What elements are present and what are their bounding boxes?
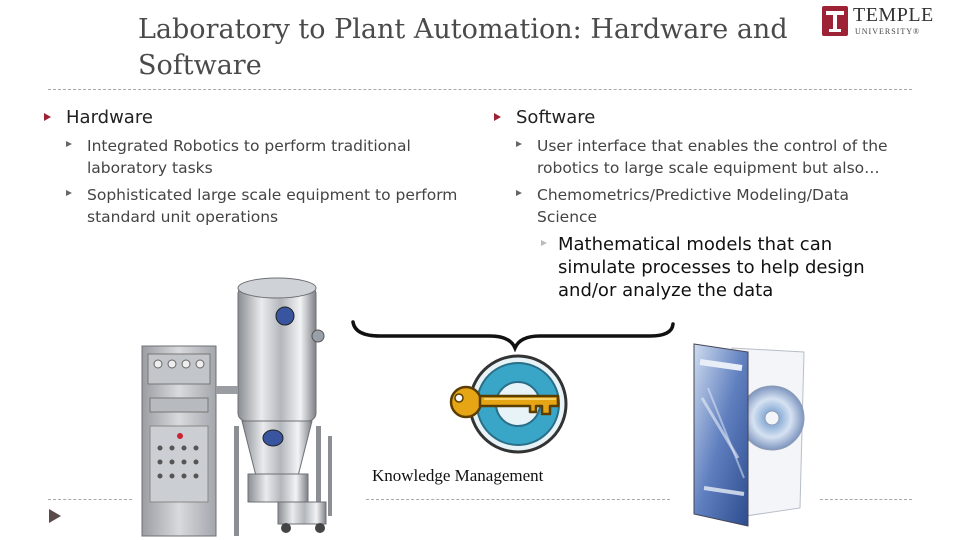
footer-divider-center (366, 499, 670, 500)
hardware-item: Integrated Robotics to perform tradition… (44, 135, 464, 179)
sub-bullet-icon (66, 141, 72, 147)
sub-bullet-icon (66, 190, 72, 196)
logo-subtitle: UNIVERSITY® (855, 27, 921, 36)
software-column: Software User interface that enables the… (494, 106, 914, 302)
slide-title: Laboratory to Plant Automation: Hardware… (138, 14, 788, 81)
software-item-text: User interface that enables the control … (537, 137, 888, 177)
temple-t-icon (822, 6, 848, 36)
hardware-column: Hardware Integrated Robotics to perform … (44, 106, 464, 228)
software-item-text: Chemometrics/Predictive Modeling/Data Sc… (537, 186, 850, 226)
bullet-icon (494, 113, 501, 121)
logo-name: TEMPLE (853, 4, 934, 26)
software-item: Chemometrics/Predictive Modeling/Data Sc… (494, 184, 914, 228)
knowledge-management-caption: Knowledge Management (372, 466, 544, 485)
bullet-icon (44, 113, 51, 121)
software-item: User interface that enables the control … (494, 135, 914, 179)
software-subitem: Mathematical models that can simulate pr… (494, 233, 914, 302)
temple-university-logo: TEMPLE UNIVERSITY® (822, 4, 946, 40)
software-heading: Software (494, 106, 914, 130)
key-icon (449, 354, 568, 454)
fluid-bed-equipment-image (141, 277, 332, 537)
next-slide-arrow-icon[interactable] (48, 508, 62, 524)
hardware-heading: Hardware (44, 106, 464, 130)
hardware-heading-text: Hardware (66, 107, 153, 128)
software-subitem-text: Mathematical models that can simulate pr… (558, 234, 865, 301)
hardware-item-text: Sophisticated large scale equipment to p… (87, 186, 458, 226)
sub-sub-bullet-icon (541, 240, 547, 246)
hardware-item: Sophisticated large scale equipment to p… (44, 184, 464, 228)
footer-divider-right (820, 499, 912, 500)
sub-bullet-icon (516, 141, 522, 147)
title-divider (48, 89, 912, 90)
software-dvd-case-image (693, 343, 805, 527)
software-heading-text: Software (516, 107, 596, 128)
sub-bullet-icon (516, 190, 522, 196)
footer-divider-left (48, 499, 132, 500)
hardware-item-text: Integrated Robotics to perform tradition… (87, 137, 411, 177)
curly-brace (351, 320, 675, 352)
